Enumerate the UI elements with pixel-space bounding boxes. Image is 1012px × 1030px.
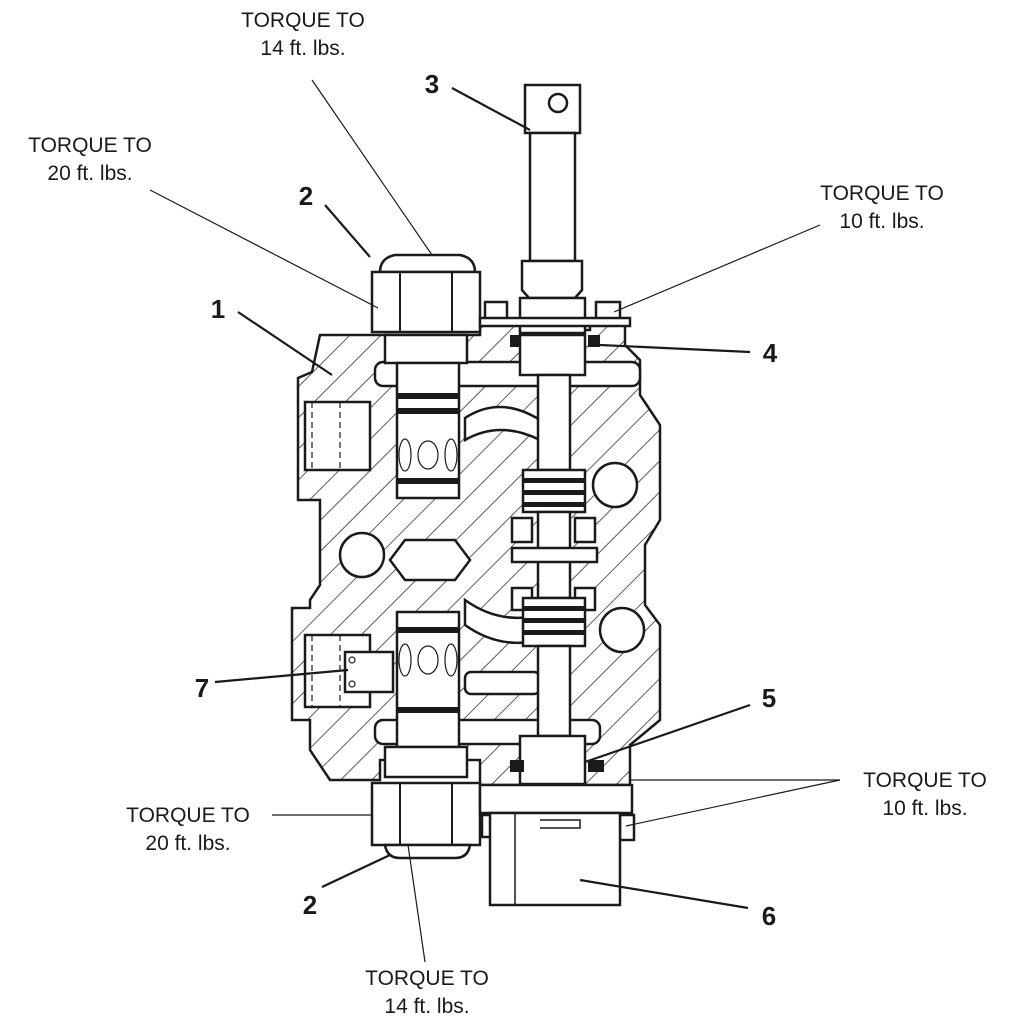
- upper-port: [303, 400, 372, 472]
- svg-text:TORQUE TO: TORQUE TO: [126, 804, 250, 827]
- spool-body: [510, 333, 604, 786]
- svg-text:10 ft. lbs.: 10 ft. lbs.: [839, 210, 924, 233]
- torque-label-top-center: TORQUE TO 14 ft. lbs.: [241, 9, 365, 60]
- svg-text:TORQUE TO: TORQUE TO: [365, 967, 489, 990]
- svg-text:TORQUE TO: TORQUE TO: [820, 182, 944, 205]
- svg-text:TORQUE TO: TORQUE TO: [28, 134, 152, 157]
- svg-text:10 ft. lbs.: 10 ft. lbs.: [882, 797, 967, 820]
- torque-label-bottom-center: TORQUE TO 14 ft. lbs.: [365, 967, 489, 1018]
- torque-label-bottom-left: TORQUE TO 20 ft. lbs.: [126, 804, 250, 855]
- check-valve-7: [343, 650, 395, 694]
- torque-label-top-right: TORQUE TO 10 ft. lbs.: [820, 182, 944, 233]
- spool-handle-3: [518, 83, 587, 335]
- callout-5: 5: [762, 683, 776, 713]
- bottom-hex-nut: [370, 781, 482, 860]
- internal-passages: [338, 360, 646, 746]
- svg-text:TORQUE TO: TORQUE TO: [863, 769, 987, 792]
- callout-3: 3: [425, 69, 439, 99]
- bottom-cap-6: [478, 783, 636, 907]
- torque-label-top-left: TORQUE TO 20 ft. lbs.: [28, 134, 152, 185]
- lower-cartridge: [383, 610, 469, 779]
- svg-text:20 ft. lbs.: 20 ft. lbs.: [47, 162, 132, 185]
- top-hex-nut: [370, 253, 482, 334]
- callout-4: 4: [763, 338, 778, 368]
- callout-7: 7: [195, 673, 209, 703]
- callout-1: 1: [211, 294, 225, 324]
- callout-2-top: 2: [299, 181, 313, 211]
- upper-cartridge: [383, 333, 469, 500]
- leader-lines: [149, 79, 841, 963]
- callout-6: 6: [762, 901, 776, 931]
- svg-text:20 ft. lbs.: 20 ft. lbs.: [145, 832, 230, 855]
- svg-text:14 ft. lbs.: 14 ft. lbs.: [384, 995, 469, 1018]
- svg-text:TORQUE TO: TORQUE TO: [241, 9, 365, 32]
- callout-2-bottom: 2: [303, 890, 317, 920]
- svg-text:14 ft. lbs.: 14 ft. lbs.: [260, 37, 345, 60]
- torque-label-bottom-right: TORQUE TO 10 ft. lbs.: [863, 769, 987, 820]
